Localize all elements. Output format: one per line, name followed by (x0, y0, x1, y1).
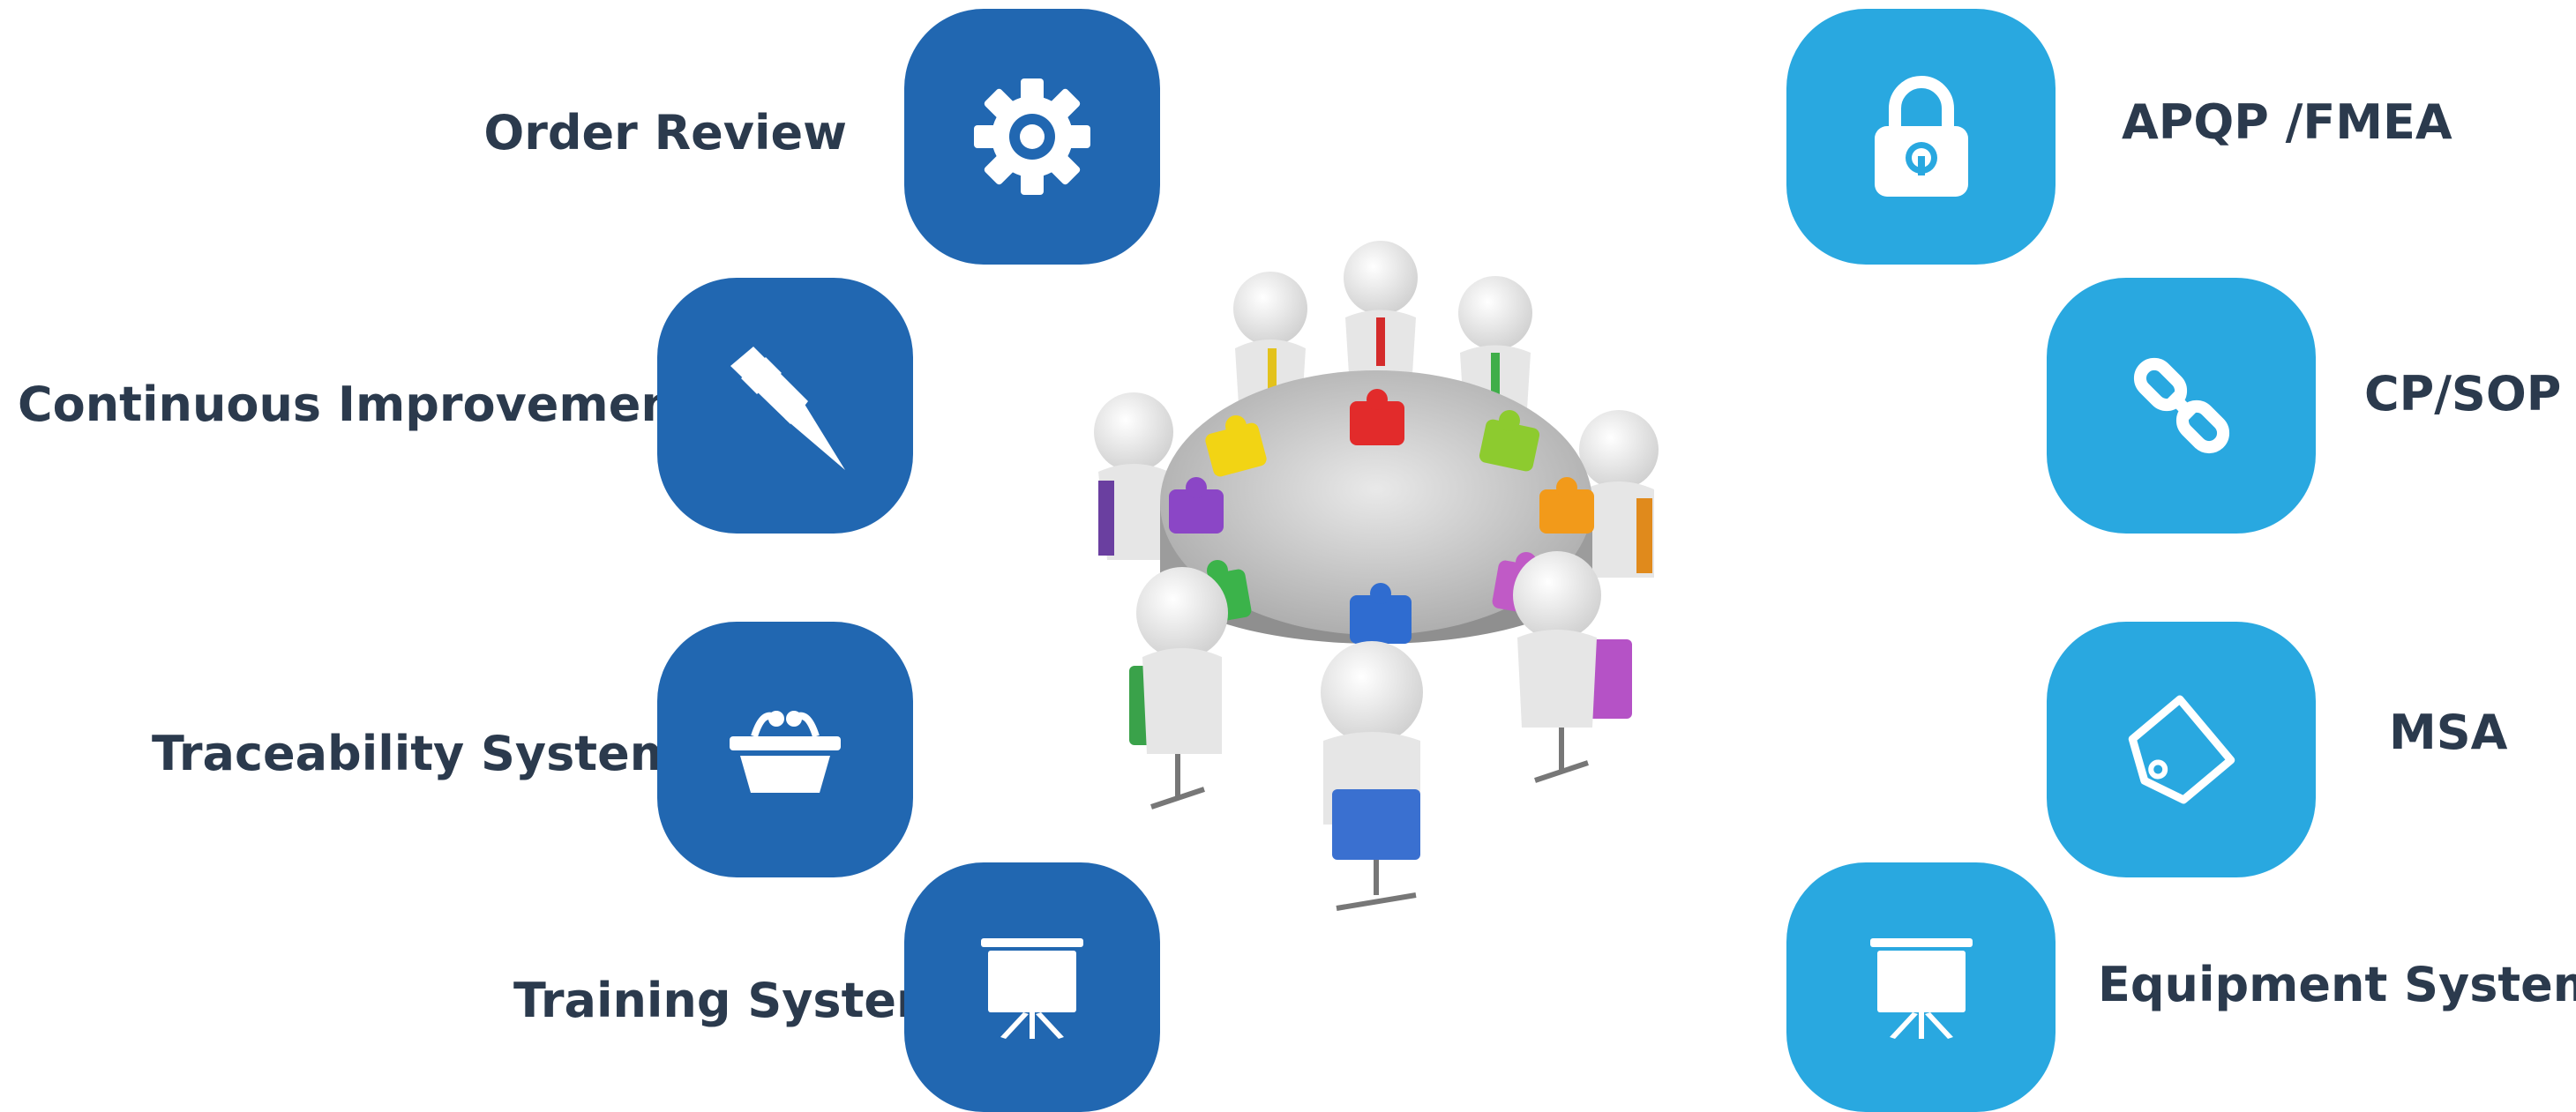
label-order-review: Order Review (483, 105, 847, 160)
tile-training-system[interactable] (904, 862, 1160, 1112)
gear-icon (974, 78, 1090, 195)
basket-icon (730, 711, 841, 793)
figure (1094, 392, 1173, 560)
label-cp-sop: CP/SOP (2364, 366, 2562, 422)
figure (1344, 241, 1418, 388)
tile-traceability-system[interactable] (657, 622, 913, 877)
presentation-board-icon (1869, 937, 1973, 1039)
tile-msa[interactable] (2047, 622, 2316, 877)
label-continuous-improvement: Continuous Improvement (18, 377, 698, 432)
tile-apqp-fmea[interactable] (1786, 9, 2056, 265)
pushpin-icon (730, 347, 845, 470)
figure (1579, 410, 1659, 578)
team-meeting-puzzle-illustration (1094, 241, 1659, 911)
price-tag-icon (2128, 695, 2235, 804)
chain-link-icon (2133, 357, 2229, 454)
padlock-icon (1874, 76, 1968, 197)
label-msa: MSA (2389, 705, 2508, 760)
tile-equipment-system[interactable] (1786, 862, 2056, 1112)
tile-continuous-improvement[interactable] (657, 278, 913, 534)
tile-order-review[interactable] (904, 9, 1160, 265)
label-apqp-fmea: APQP /FMEA (2122, 94, 2452, 150)
figure (1513, 551, 1632, 783)
figure (1129, 567, 1228, 810)
label-training-system: Training System (513, 973, 947, 1028)
tile-cp-sop[interactable] (2047, 278, 2316, 534)
figure (1321, 641, 1423, 911)
label-equipment-system: Equipment System (2098, 957, 2576, 1012)
label-traceability-system: Traceability System (152, 726, 679, 781)
presentation-board-icon (981, 937, 1083, 1039)
